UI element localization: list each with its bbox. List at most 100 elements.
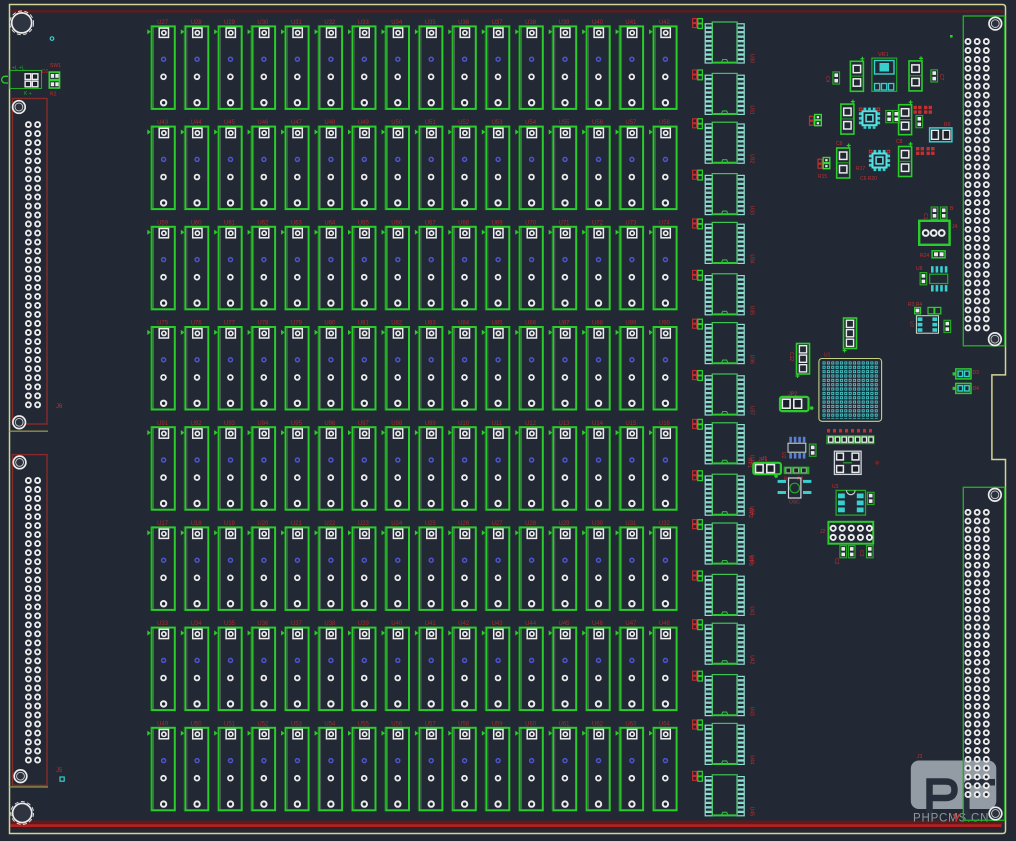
svg-text:U63: U63 <box>625 721 637 727</box>
svg-text:R15: R15 <box>818 174 827 180</box>
svg-text:B: B <box>950 206 954 212</box>
svg-text:U62: U62 <box>257 220 269 226</box>
svg-text:U44: U44 <box>525 621 537 627</box>
svg-text:U20: U20 <box>257 521 269 527</box>
svg-text:U54: U54 <box>324 721 336 727</box>
svg-text:U58: U58 <box>659 120 671 126</box>
svg-text:U81: U81 <box>358 321 370 327</box>
svg-text:U95: U95 <box>291 421 303 427</box>
svg-text:U27: U27 <box>492 521 504 527</box>
svg-text:U40: U40 <box>749 555 755 564</box>
svg-text:U27: U27 <box>157 20 169 26</box>
svg-text:U76: U76 <box>191 321 203 327</box>
svg-text:U14: U14 <box>592 421 604 427</box>
svg-text:U31: U31 <box>749 105 755 114</box>
svg-text:U57: U57 <box>625 120 637 126</box>
svg-text:U58: U58 <box>458 721 470 727</box>
svg-text:U29: U29 <box>224 20 236 26</box>
svg-text:U23: U23 <box>358 521 370 527</box>
svg-text:U79: U79 <box>291 321 303 327</box>
svg-text:U31: U31 <box>625 521 637 527</box>
svg-text:JP2: JP2 <box>788 392 797 398</box>
svg-text:U32: U32 <box>659 521 671 527</box>
svg-text:R24: R24 <box>920 253 929 259</box>
svg-text:U61: U61 <box>224 220 236 226</box>
svg-text:U55: U55 <box>358 721 370 727</box>
svg-text:U45: U45 <box>559 621 571 627</box>
svg-text:U49: U49 <box>358 120 370 126</box>
svg-text:D3: D3 <box>973 370 980 376</box>
svg-text:U15: U15 <box>625 421 637 427</box>
svg-text:U78: U78 <box>257 321 269 327</box>
svg-text:U28: U28 <box>191 20 203 26</box>
svg-text:U42: U42 <box>749 655 755 664</box>
svg-text:U70: U70 <box>525 220 537 226</box>
svg-text:U43: U43 <box>492 621 504 627</box>
svg-text:U45: U45 <box>224 120 236 126</box>
svg-text:U84: U84 <box>458 321 470 327</box>
svg-text:C6 R20: C6 R20 <box>860 176 877 182</box>
svg-text:U53: U53 <box>492 120 504 126</box>
svg-text:U44: U44 <box>191 120 203 126</box>
svg-text:U32: U32 <box>749 154 755 163</box>
svg-text:U24: U24 <box>391 521 403 527</box>
svg-text:C2: C2 <box>833 558 839 565</box>
svg-text:U64: U64 <box>324 220 336 226</box>
svg-text:U39: U39 <box>749 506 755 515</box>
svg-text:U86: U86 <box>525 321 537 327</box>
svg-text:J4: J4 <box>952 224 958 230</box>
svg-text:U43: U43 <box>749 707 755 716</box>
svg-text:U19: U19 <box>224 521 236 527</box>
svg-text:C12: C12 <box>788 352 794 361</box>
svg-text:U18: U18 <box>191 521 203 527</box>
svg-text:U37: U37 <box>749 406 755 415</box>
svg-text:C4: C4 <box>824 76 830 83</box>
svg-text:U35: U35 <box>224 621 236 627</box>
svg-text:U74: U74 <box>659 220 671 226</box>
svg-text:U65: U65 <box>358 220 370 226</box>
svg-text:R17: R17 <box>856 166 865 172</box>
svg-text:U33: U33 <box>358 20 370 26</box>
svg-text:U57: U57 <box>425 721 437 727</box>
svg-text:U60: U60 <box>191 220 203 226</box>
svg-text:U83: U83 <box>425 321 437 327</box>
svg-text:U40: U40 <box>592 20 604 26</box>
svg-text:C1: C1 <box>922 213 928 220</box>
svg-text:U39: U39 <box>559 20 571 26</box>
svg-text:U60: U60 <box>525 721 537 727</box>
svg-text:U13: U13 <box>559 421 571 427</box>
svg-text:R1: R1 <box>784 477 791 483</box>
svg-text:U50: U50 <box>191 721 203 727</box>
svg-text:U88: U88 <box>592 321 604 327</box>
svg-text:U77: U77 <box>224 321 236 327</box>
svg-text:U53: U53 <box>291 721 303 727</box>
svg-text:PHPCMS.CN: PHPCMS.CN <box>913 813 989 825</box>
svg-text:U91: U91 <box>157 421 169 427</box>
svg-text:U61: U61 <box>559 721 571 727</box>
svg-text:U44: U44 <box>749 755 755 764</box>
svg-text:U3: U3 <box>832 484 839 490</box>
svg-text:U36: U36 <box>749 355 755 364</box>
svg-text:U96: U96 <box>324 421 336 427</box>
svg-text:RP1: RP1 <box>746 458 752 468</box>
svg-text:U34: U34 <box>749 254 755 263</box>
svg-text:U40: U40 <box>391 621 403 627</box>
svg-text:U36: U36 <box>458 20 470 26</box>
svg-text:+L +L: +L +L <box>12 66 25 72</box>
svg-text:U30: U30 <box>592 521 604 527</box>
svg-text:U63: U63 <box>291 220 303 226</box>
svg-text:SW1: SW1 <box>50 63 61 69</box>
svg-text:C9: C9 <box>836 141 843 147</box>
svg-text:U75: U75 <box>157 321 169 327</box>
svg-text:U59: U59 <box>492 721 504 727</box>
svg-text:C7: C7 <box>938 74 944 81</box>
svg-text:D2: D2 <box>42 69 49 75</box>
svg-text:R9: R9 <box>944 122 951 128</box>
svg-text:U10: U10 <box>458 421 470 427</box>
svg-text:U67: U67 <box>425 220 437 226</box>
svg-text:RP3: RP3 <box>747 556 753 566</box>
svg-text:U41: U41 <box>425 621 437 627</box>
svg-text:U42: U42 <box>458 621 470 627</box>
svg-text:U8: U8 <box>916 266 923 272</box>
svg-text:U29: U29 <box>559 521 571 527</box>
